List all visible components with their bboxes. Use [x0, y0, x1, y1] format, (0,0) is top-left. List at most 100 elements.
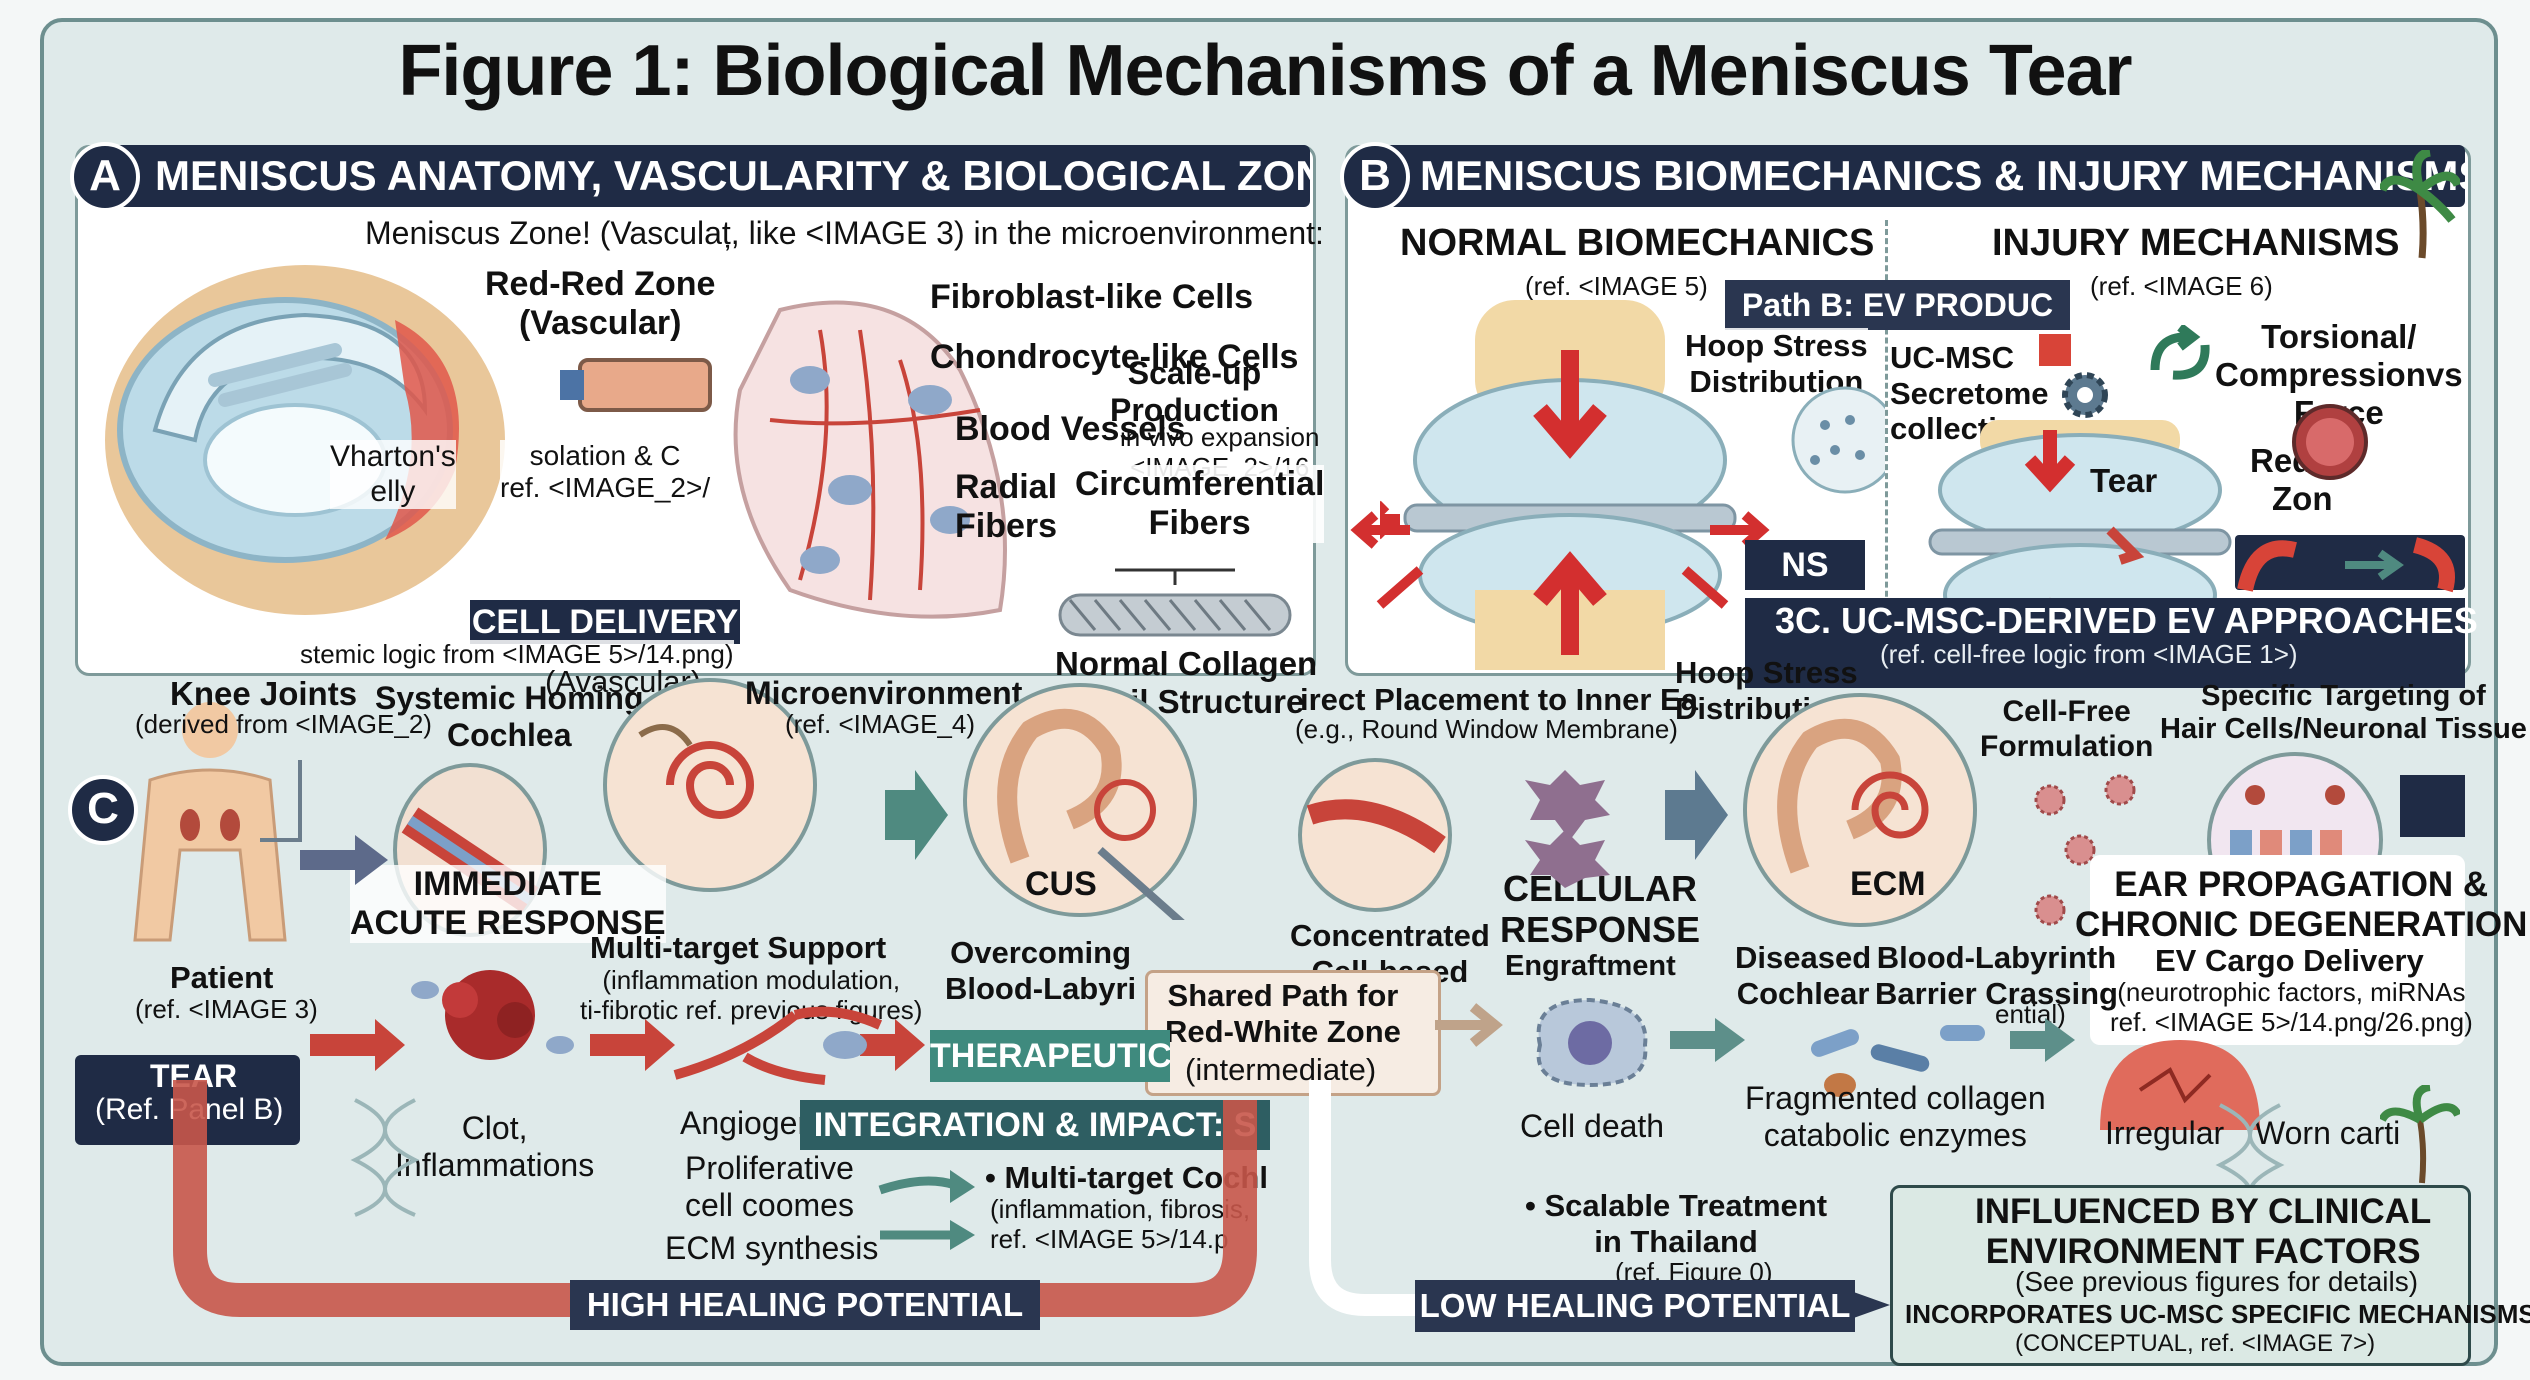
incorporates-label: INCORPORATES UC-MSC SPECIFIC MECHANISMS — [1905, 1299, 2530, 1329]
ns-banner: NS — [1745, 540, 1865, 590]
cellular-zoom — [1298, 758, 1452, 912]
uc-msc-label: UC-MSC Secretome collection — [1890, 340, 2049, 447]
injury-mechanisms-ref: (ref. <IMAGE 6) — [2090, 271, 2273, 301]
angiogenesis-illustration — [673, 1006, 883, 1085]
ev-approaches-banner — [1745, 598, 2465, 688]
patient-figure — [133, 702, 302, 942]
meniscus-fragment-icons — [2237, 537, 2455, 593]
ev-cargo-label: EV Cargo Delivery — [2155, 943, 2424, 978]
red-cube-icon — [2039, 334, 2071, 366]
cell-delivery-text: CELL DELIVERY — [471, 603, 739, 641]
tissue-cells-illustration — [733, 300, 1007, 619]
torsion-arrows-icon — [2150, 325, 2210, 380]
cell-death-illustration — [1536, 997, 1648, 1088]
intermediate-label: (intermediate) — [1185, 1052, 1377, 1087]
navy-flow-arrow — [300, 835, 388, 885]
ns-text: NS — [1781, 546, 1829, 584]
wharton-label: Vharton's elly — [330, 440, 456, 509]
systemic-homing-label: Systemic Homing Cochlea — [375, 680, 644, 753]
diseased-label: Diseased Cochlear — [1735, 940, 1872, 1011]
ev-approaches-heading: 3C. UC-MSC-DERIVED EV APPROACHES — [1775, 600, 2478, 641]
panel-b-header: MENISCUS BIOMECHANICS & INJURY MECHANISM… — [1365, 145, 2465, 207]
dna-icon-1 — [350, 1098, 420, 1217]
multi-target-detail: (inflammation modulation, ti-fibrotic re… — [580, 965, 923, 1025]
green-flow-arrow — [885, 770, 948, 860]
scalable-label: • Scalable Treatment in Thailand — [1525, 1188, 1828, 1259]
panel-b-header-text: MENISCUS BIOMECHANICS & INJURY MECHANISM… — [1420, 152, 2465, 199]
normal-biomechanics-ref: (ref. <IMAGE 5) — [1525, 271, 1708, 301]
shared-path-box — [1145, 970, 1441, 1096]
worn-label: Worn carti — [2255, 1115, 2401, 1151]
path-b-banner: Path B: EV PRODUC — [1725, 280, 2070, 330]
panel-a-badge: A — [70, 142, 140, 212]
ear-propagation-box — [2090, 855, 2465, 1045]
path-b-text: Path B: EV PRODUC — [1741, 287, 2054, 323]
derived-from-label: (derived from <IMAGE_2) — [135, 709, 432, 739]
ear-cochlea-1 — [603, 678, 817, 892]
clot-label: Clot, Inflammations — [395, 1110, 595, 1183]
ev-cargo-detail: (neurotrophic factors, miRNAs ref. <IMAG… — [2110, 977, 2473, 1037]
circumferential-label: Circumferential Fibers — [1075, 465, 1325, 544]
micro-ref: (ref. <IMAGE_4) — [785, 709, 975, 739]
radial-fibers-label: Radial Fibers — [955, 468, 1058, 546]
ear-cochlea-3 — [1743, 693, 1977, 927]
panel-c-badge: C — [68, 775, 138, 845]
gray-flow-arrow — [1665, 770, 1728, 860]
patient-label: Patient — [170, 960, 274, 995]
shared-path-arrow — [1435, 1003, 1503, 1047]
ecm-label: ECM — [1850, 865, 1926, 903]
low-healing-text: LOW HEALING POTENTIAL — [1419, 1287, 1851, 1324]
engraftment-cells — [1525, 770, 1610, 888]
high-healing-text: HIGH HEALING POTENTIAL — [586, 1286, 1024, 1323]
specific-targeting-label: Specific Targeting of Hair Cells/Neurona… — [2160, 680, 2527, 746]
irregular-label: Irregular — [2105, 1115, 2225, 1151]
shared-path-label: Shared Path for Red-White Zone — [1165, 978, 1401, 1049]
red-white-badge-icon — [2292, 404, 2368, 480]
normal-biomechanics-heading: NORMAL BIOMECHANICS — [1400, 222, 1875, 264]
chondrocyte-label: Chondrocyte-like Cells — [930, 338, 1299, 376]
stress-arrows — [1350, 511, 1770, 609]
engraftment-label: Engraftment — [1505, 950, 1676, 982]
isolation-label: solation & C ref. <IMAGE_2>/ — [500, 440, 711, 505]
panel-a-header: MENISCUS ANATOMY, VASCULARITY & BIOLOGIC… — [95, 145, 1310, 207]
injury-mechanisms-heading: INJURY MECHANISMS — [1992, 222, 2400, 264]
integration-text: INTEGRATION & IMPACT: S — [813, 1106, 1257, 1144]
palm-tree-icon — [2380, 150, 2460, 259]
panel-b-badge: B — [1340, 142, 1410, 212]
therapeutic-text: THERAPEUTIC — [930, 1037, 1170, 1075]
cus-label: CUS — [1025, 865, 1097, 903]
high-healing-banner: HIGH HEALING POTENTIAL — [570, 1280, 1040, 1330]
blood-labyrinth-label: Blood-Labyrinth Barrier Crassing — [1875, 940, 2118, 1011]
ential-label: ential) — [1995, 999, 2066, 1029]
microenvironment-label: Microenvironment — [745, 675, 1023, 711]
red-red-zone-label: Red-Red Zone (Vascular) — [485, 265, 716, 343]
direct-placement-label: irect Placement to Inner Ea — [1300, 682, 1698, 717]
ecm-synthesis-label: ECM synthesis — [665, 1230, 879, 1266]
cell-death-label: Cell death — [1520, 1108, 1665, 1144]
figure-title: Figure 1: Biological Mechanisms of a Men… — [398, 31, 2132, 111]
blood-vessels-label: Blood Vessels — [955, 410, 1186, 448]
therapeutic-banner: THERAPEUTIC — [930, 1030, 1170, 1082]
round-window-label: (e.g., Round Window Membrane) — [1295, 714, 1678, 744]
concentrated-label: Concentrated Cell-based — [1290, 918, 1490, 989]
teal-flow-arrows — [1670, 1018, 2075, 1062]
vial-icon — [560, 358, 712, 412]
knee-joints-label: Knee Joints — [170, 675, 358, 712]
cell-free-label: Cell-Free Formulation — [1980, 695, 2154, 763]
influenced-sub: (See previous figures for details) — [2015, 1266, 2419, 1297]
cell-free-ref: (ref. cell-free logic from <IMAGE 1>) — [1880, 639, 2298, 669]
zone-caption: Meniscus Zone! (Vasculaț, like <IMAGE 3)… — [365, 215, 1324, 251]
influenced-box — [1890, 1185, 2471, 1366]
vesicle-circle — [1791, 386, 1885, 494]
gear-icon — [2062, 372, 2108, 418]
proliferative-label: Proliferative cell coomes — [685, 1150, 854, 1223]
conceptual-label: (CONCEPTUAL, ref. <IMAGE 7>) — [2015, 1330, 2376, 1357]
patient-ref: (ref. <IMAGE 3) — [135, 994, 318, 1024]
angiogen-label: Angiogen — [680, 1105, 816, 1141]
ear-cochlea-2 — [963, 683, 1197, 920]
worn-cartilage-illustration — [2100, 1040, 2260, 1130]
tear-label: Tear — [2090, 462, 2158, 499]
panel-a-header-text: MENISCUS ANATOMY, VASCULARITY & BIOLOGIC… — [155, 152, 1310, 199]
scale-up-label: Scale-up Production — [1110, 355, 1279, 428]
multi-target-label: Multi-target Support — [590, 930, 887, 965]
